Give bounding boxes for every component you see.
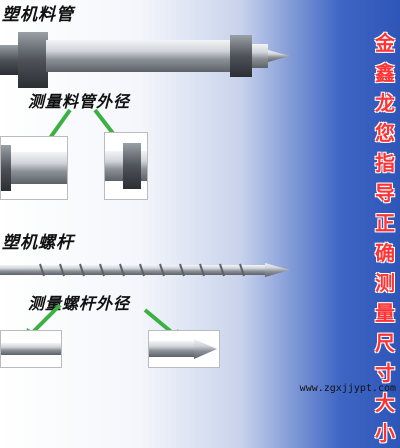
measure-barrel-label: 测量料管外径 xyxy=(28,92,131,111)
screw-closeup-left xyxy=(0,330,62,368)
barrel-photo xyxy=(0,20,300,90)
barrel-closeup-left xyxy=(0,136,68,200)
measure-screw-label: 测量螺杆外径 xyxy=(28,294,131,313)
screw-label: 塑机螺杆 xyxy=(2,233,74,253)
screw-closeup-right xyxy=(148,330,220,368)
screw-photo xyxy=(0,255,300,285)
screw-image xyxy=(0,263,290,277)
barrel-image xyxy=(0,32,290,88)
watermark-url: www.zgxjjypt.com xyxy=(299,383,396,394)
barrel-closeup-right xyxy=(104,132,148,200)
barrel-label: 塑机料管 xyxy=(2,5,74,25)
